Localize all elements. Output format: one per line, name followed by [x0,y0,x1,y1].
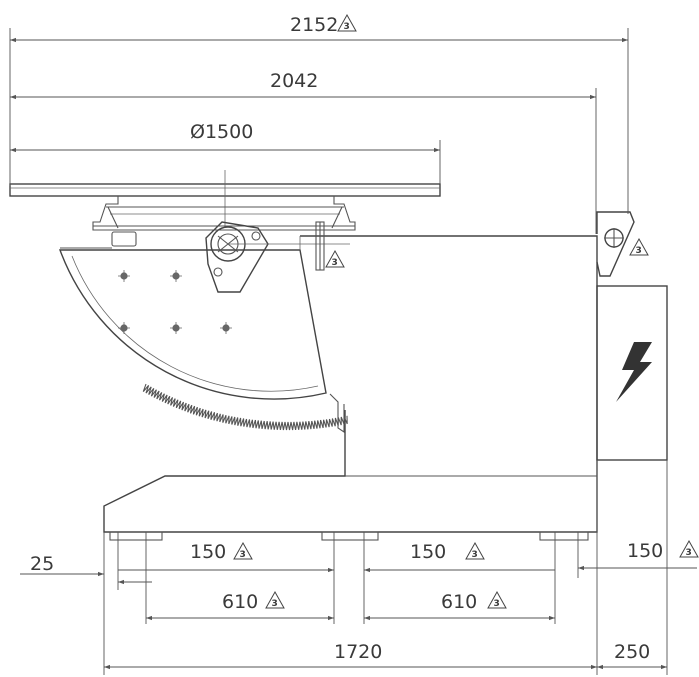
lightning-bolt-icon [616,342,652,402]
dim-table-diameter: Ø1500 [190,121,253,143]
dimension-lines: 2152 3 2042 Ø1500 3 3 [9,13,699,675]
dim-cabinet-width: 250 [614,641,650,663]
revision-triangle-icon: 3 [337,13,357,32]
electrical-cabinet [596,285,668,461]
svg-text:3: 3 [686,548,692,558]
dim-foot-spacing-mid: 150 [410,541,446,563]
dim-base-length: 1720 [334,641,382,663]
revision-triangle-icon: 3 [465,541,485,560]
dim-hole-pitch-left: 610 [222,591,258,613]
svg-text:3: 3 [344,22,350,32]
revision-triangle-icon: 3 [487,590,507,609]
dim-swing-width: 2042 [270,70,318,92]
base-feet [109,531,589,541]
tilt-gear-quadrant [58,236,348,431]
svg-text:3: 3 [240,550,246,560]
positioner-machine [9,170,668,541]
stopper-rod [315,221,325,271]
revision-triangle-icon: 3 [233,541,253,560]
dim-foot-spacing-right: 150 [627,540,663,562]
dim-overall-width: 2152 [290,14,338,36]
main-housing [103,235,598,533]
svg-text:3: 3 [332,258,338,268]
revision-triangle-icon: 3 [629,237,649,256]
dim-hole-pitch-right: 610 [441,591,477,613]
revision-triangle-icon: 3 [325,249,345,268]
pivot-bearing [205,221,350,293]
bolt-holes [118,270,232,334]
revision-triangle-icon: 3 [679,539,699,558]
lifting-eye [596,211,635,277]
svg-text:3: 3 [494,599,500,609]
table-mount-frame [92,196,356,231]
svg-text:3: 3 [636,246,642,256]
svg-text:3: 3 [472,550,478,560]
svg-text:3: 3 [272,599,278,609]
dim-foot-spacing-left: 150 [190,541,226,563]
dim-edge-offset: 25 [30,553,54,575]
revision-triangle-icon: 3 [265,590,285,609]
